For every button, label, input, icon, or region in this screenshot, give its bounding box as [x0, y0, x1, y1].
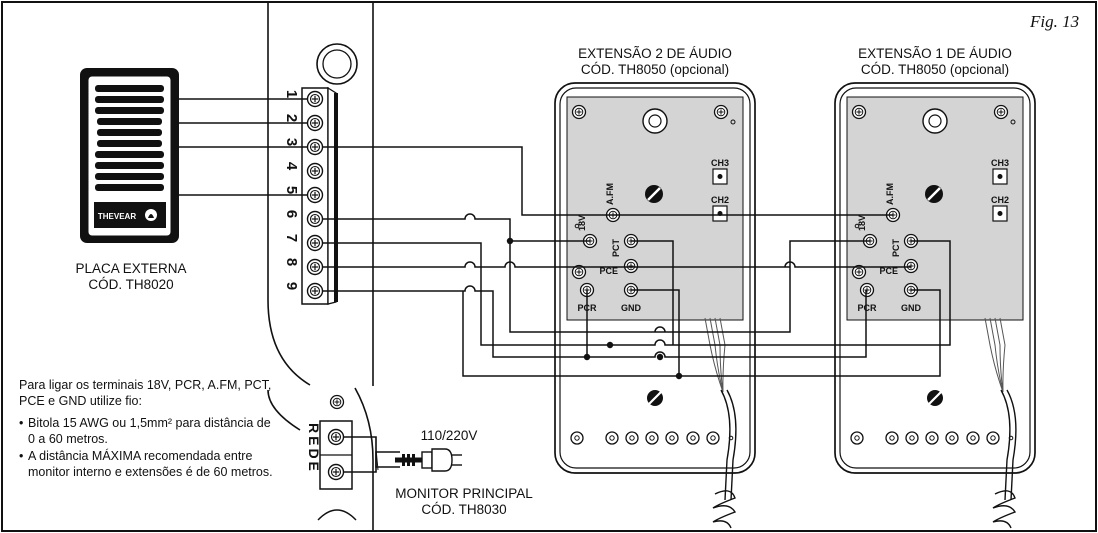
terminal-number: 9 — [283, 282, 300, 290]
terminal-number: 3 — [283, 138, 300, 146]
pct-label: PCT — [611, 238, 621, 257]
figure-label: Fig. 13 — [1029, 12, 1079, 31]
terminal-screw-7 — [306, 234, 324, 252]
power-cord — [343, 436, 422, 473]
wiring-notes: Para ligar os terminais 18V, PCR, A.FM, … — [19, 378, 281, 482]
main-monitor-name: MONITOR PRINCIPAL — [395, 486, 533, 501]
pce-label: PCE — [599, 266, 618, 276]
wire-pce — [323, 261, 911, 268]
speaker-grille — [95, 85, 164, 191]
wire-18v — [323, 213, 870, 333]
outdoor-panel: THEVEAR — [80, 68, 179, 243]
pce-label: PCE — [879, 266, 898, 276]
outdoor-panel-code: CÓD. TH8020 — [88, 277, 173, 292]
terminal-number: 5 — [283, 186, 300, 194]
terminal-screw-8 — [306, 258, 324, 276]
terminal-number: 4 — [283, 162, 300, 171]
wire-pcr — [323, 285, 867, 358]
wire-pct — [323, 240, 951, 346]
outdoor-panel-name: PLACA EXTERNA — [75, 261, 186, 276]
notes-intro: Para ligar os terminais 18V, PCR, A.FM, … — [19, 378, 272, 408]
afm-label: A.FM — [885, 183, 895, 205]
wire-afm — [323, 146, 893, 216]
power-block — [319, 394, 353, 490]
main-monitor-code: CÓD. TH8030 — [421, 502, 506, 517]
extension-2-code: CÓD. TH8050 (opcional) — [581, 62, 729, 77]
ch3-label: CH3 — [711, 158, 729, 168]
terminal-screw-3 — [306, 138, 324, 156]
terminal-screw-6 — [306, 210, 324, 228]
wire-gnd — [462, 289, 941, 377]
power-block-label: REDE — [306, 423, 322, 474]
v18-label: 18V — [577, 215, 587, 231]
power-plug-icon — [421, 448, 462, 472]
junction-dots — [506, 237, 683, 380]
terminal-screw-1 — [306, 90, 324, 108]
afm-label: A.FM — [605, 183, 615, 205]
supply-voltage: 110/220V — [421, 428, 478, 443]
ch3-label: CH3 — [991, 158, 1009, 168]
extension-1-code: CÓD. TH8050 (opcional) — [861, 62, 1009, 77]
terminal-number: 7 — [283, 234, 300, 242]
extension-1-name: EXTENSÃO 1 DE ÁUDIO — [858, 46, 1012, 61]
ch2-label: CH2 — [711, 195, 729, 205]
ch2-label: CH2 — [991, 195, 1009, 205]
note-item: Bitola 15 AWG ou 1,5mm² para distância d… — [19, 416, 281, 447]
terminal-number: 8 — [283, 258, 300, 266]
terminal-number: 6 — [283, 210, 300, 218]
notes-list: Bitola 15 AWG ou 1,5mm² para distância d… — [19, 416, 281, 480]
terminal-number: 1 — [283, 90, 300, 98]
v18-label: 18V — [857, 215, 867, 231]
panel-brand: THEVEAR — [98, 212, 136, 221]
note-item: A distância MÁXIMA recomendada entre mon… — [19, 449, 281, 480]
pcr-label: PCR — [857, 303, 877, 313]
terminal-screw-4 — [306, 162, 324, 180]
pct-label: PCT — [891, 238, 901, 257]
wires — [179, 98, 951, 377]
monitor-plate-outline — [267, 2, 374, 531]
terminal-screw-2 — [306, 114, 324, 132]
terminal-number: 2 — [283, 114, 300, 122]
wire-hop — [654, 326, 666, 333]
terminal-screw-5 — [306, 186, 324, 204]
gnd-label: GND — [901, 303, 922, 313]
extension-2-name: EXTENSÃO 2 DE ÁUDIO — [578, 46, 732, 61]
gnd-label: GND — [621, 303, 642, 313]
terminal-screw-9 — [306, 282, 324, 300]
